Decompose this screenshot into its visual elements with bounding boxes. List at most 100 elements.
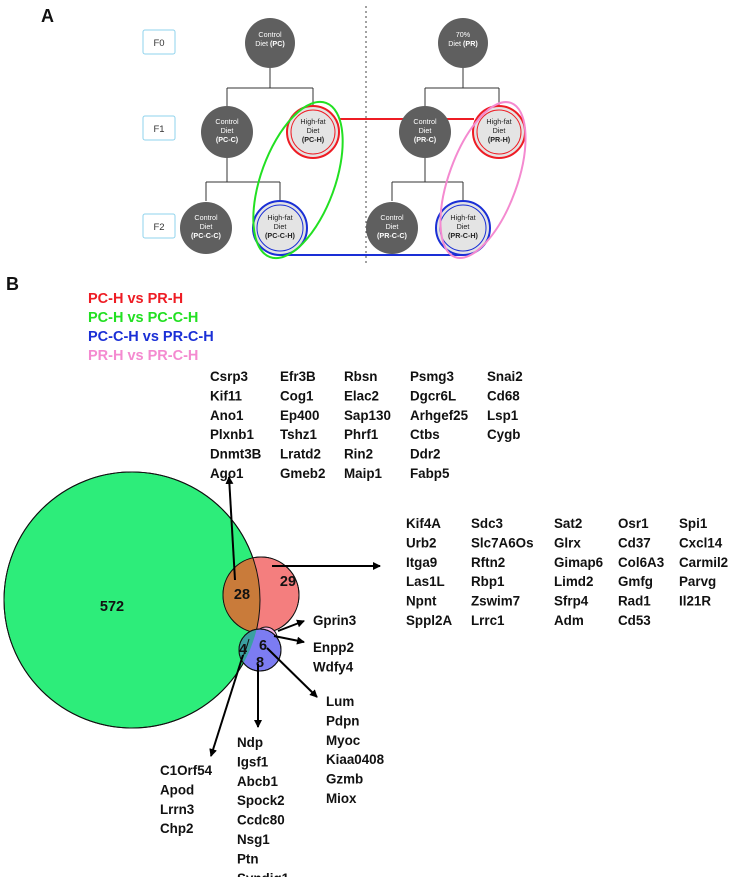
- venn-overlap-green-red: [223, 557, 260, 633]
- gene-label: Myoc: [326, 733, 361, 748]
- gene-label: Rbp1: [471, 574, 505, 589]
- svg-text:F1: F1: [153, 124, 164, 135]
- gene-label: Maip1: [344, 466, 383, 481]
- count-green-red: 28: [234, 587, 250, 603]
- venn-circle-green: [3, 471, 261, 729]
- count-blue-only: 8: [256, 655, 264, 671]
- count-green-only: 572: [100, 599, 124, 615]
- gene-label: Rftn2: [471, 555, 505, 570]
- right-tree-connectors: [391, 68, 500, 201]
- gene-label: Pdpn: [326, 713, 359, 728]
- gene-label: Lratd2: [280, 447, 321, 462]
- gene-label: Cd53: [618, 613, 651, 628]
- gene-label: Abcb1: [237, 774, 278, 789]
- gene-label: Kif4A: [406, 516, 441, 531]
- venn-circle-green-outline: [3, 471, 261, 729]
- venn-diagram: 572 28 29 6 4 8: [3, 471, 300, 729]
- gene-label: Ago1: [210, 466, 244, 481]
- gene-label: Carmil2: [679, 555, 728, 570]
- node-pr-c-c: Control Diet (PR-C-C): [366, 202, 418, 254]
- gene-label: Lum: [326, 694, 354, 709]
- svg-text:(PR-C): (PR-C): [414, 135, 437, 144]
- node-pr-c-h: High-fat Diet (PR-C-H): [435, 200, 491, 256]
- gene-label: Zswim7: [471, 594, 520, 609]
- gene-label: Col6A3: [618, 555, 664, 570]
- panel-b: B PC-H vs PR-H PC-H vs PC-C-H PC-C-H vs …: [3, 274, 728, 877]
- gene-label: Parvg: [679, 574, 716, 589]
- svg-text:(PR-C-C): (PR-C-C): [377, 231, 408, 240]
- arrow-to-enpp2: [273, 635, 305, 645]
- gene-label: Apod: [160, 782, 194, 797]
- panel-a-label: A: [41, 6, 54, 26]
- legend-item-pc-c-h-vs-pr-c-h: PC-C-H vs PR-C-H: [88, 329, 214, 345]
- legend: PC-H vs PR-H PC-H vs PC-C-H PC-C-H vs PR…: [88, 291, 214, 364]
- generation-box-f2: F2: [142, 213, 176, 239]
- gene-label: Wdfy4: [313, 659, 354, 674]
- gene-label: Efr3B: [280, 369, 316, 384]
- svg-text:Control: Control: [194, 213, 218, 222]
- gene-label: Nsg1: [237, 832, 270, 847]
- svg-text:Diet: Diet: [419, 126, 432, 135]
- svg-text:(PR-H): (PR-H): [488, 135, 511, 144]
- left-tree-connectors: [205, 68, 314, 201]
- gene-label: Rad1: [618, 594, 651, 609]
- gene-label: Npnt: [406, 594, 437, 609]
- gene-label: Spock2: [237, 793, 285, 808]
- svg-text:70%: 70%: [456, 30, 471, 39]
- gene-label: Ndp: [237, 735, 263, 750]
- gene-label: Ctbs: [410, 427, 440, 442]
- pink-comparison-ellipse: [439, 101, 527, 259]
- legend-item-pr-h-vs-pr-c-h: PR-H vs PR-C-H: [88, 348, 198, 364]
- venn-circle-blue-outline: [238, 628, 282, 672]
- gene-label: Lsp1: [487, 408, 519, 423]
- gene-label: Tshz1: [280, 427, 318, 442]
- svg-text:F0: F0: [153, 38, 164, 49]
- svg-text:Diet (PR): Diet (PR): [448, 39, 478, 48]
- count-red-only: 29: [280, 574, 296, 590]
- svg-text:High-fat: High-fat: [267, 213, 292, 222]
- svg-text:Control: Control: [215, 117, 239, 126]
- gene-label: Gprin3: [313, 613, 356, 628]
- gene-label: Sap130: [344, 408, 391, 423]
- gene-label: Urb2: [406, 535, 437, 550]
- gene-label: Cd37: [618, 535, 651, 550]
- svg-text:(PC-H): (PC-H): [302, 135, 325, 144]
- svg-text:Diet (PC): Diet (PC): [255, 39, 285, 48]
- count-green-blue: 4: [239, 642, 247, 658]
- arrow-to-top-genes: [225, 476, 236, 581]
- gene-label: Cd68: [487, 388, 520, 403]
- arrow-to-lum: [266, 647, 318, 698]
- svg-text:(PC-C-H): (PC-C-H): [265, 231, 296, 240]
- panel-b-label: B: [6, 274, 19, 294]
- gene-label: Miox: [326, 791, 357, 806]
- gene-label: Gmfg: [618, 574, 653, 589]
- gene-label: Cygb: [487, 427, 520, 442]
- arrow-to-gprin3: [277, 619, 305, 632]
- gene-label: Snai2: [487, 369, 523, 384]
- svg-text:High-fat: High-fat: [300, 117, 325, 126]
- gene-lists: Csrp3Kif11Ano1Plxnb1Dnmt3BAgo1Efr3BCog1E…: [160, 369, 728, 877]
- svg-text:High-fat: High-fat: [486, 117, 511, 126]
- node-pc-h: High-fat Diet (PC-H): [286, 105, 340, 159]
- gene-label: Phrf1: [344, 427, 379, 442]
- svg-text:Diet: Diet: [386, 222, 399, 231]
- count-blue-pink: 6: [259, 638, 267, 654]
- gene-label: Dgcr6L: [410, 388, 456, 403]
- gene-label: Ptn: [237, 851, 259, 866]
- legend-item-pc-h-vs-pr-h: PC-H vs PR-H: [88, 291, 183, 307]
- gene-label: Glrx: [554, 535, 581, 550]
- gene-label: Il21R: [679, 594, 711, 609]
- gene-label: Lrrn3: [160, 802, 194, 817]
- gene-label: Ep400: [280, 408, 319, 423]
- svg-text:Diet: Diet: [307, 126, 320, 135]
- gene-label: Kif11: [210, 388, 243, 403]
- generation-box-f1: F1: [142, 115, 176, 141]
- gene-label: Cog1: [280, 388, 314, 403]
- gene-label: Fabp5: [410, 466, 450, 481]
- gene-label: Chp2: [160, 821, 193, 836]
- gene-label: Gzmb: [326, 772, 363, 787]
- gene-label: Elac2: [344, 388, 379, 403]
- svg-text:Diet: Diet: [274, 222, 287, 231]
- node-pc: Control Diet (PC): [245, 18, 295, 68]
- gene-label: Rbsn: [344, 369, 377, 384]
